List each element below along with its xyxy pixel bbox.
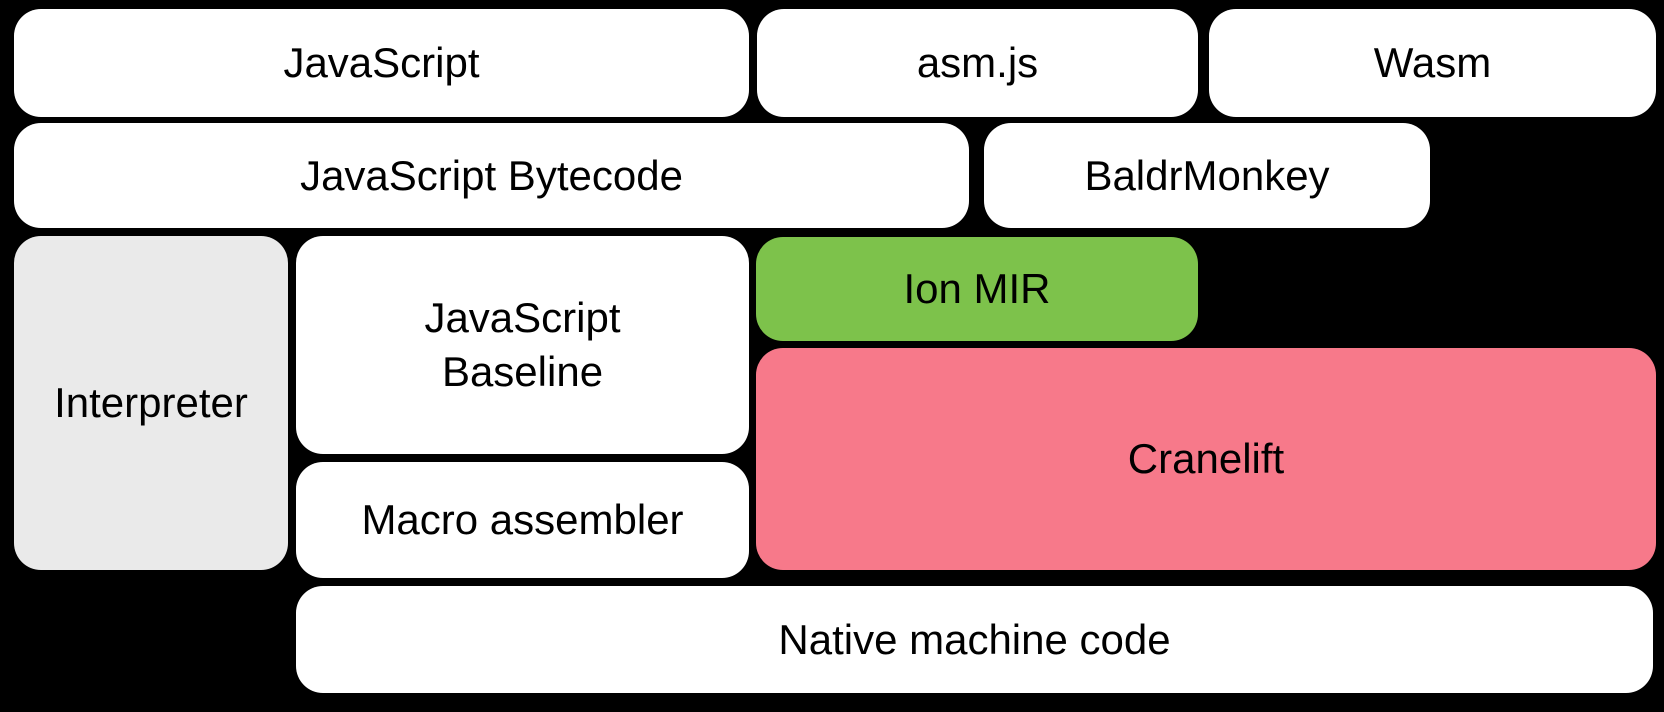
node-native-machine-code-label: Native machine code: [778, 615, 1171, 663]
node-asmjs-label: asm.js: [916, 39, 1039, 87]
node-native-machine-code: Native machine code: [296, 586, 1653, 693]
node-javascript-baseline-label-line2: Baseline: [441, 348, 604, 395]
node-javascript-baseline: JavaScript Baseline: [296, 236, 749, 454]
node-javascript-baseline-label-line1: JavaScript: [424, 294, 621, 342]
node-cranelift-label: Cranelift: [1127, 435, 1285, 483]
node-javascript-bytecode: JavaScript Bytecode: [14, 123, 969, 228]
node-asmjs: asm.js: [757, 9, 1198, 117]
node-cranelift: Cranelift: [756, 348, 1656, 570]
node-baldrmonkey: BaldrMonkey: [984, 123, 1430, 228]
node-wasm-label: Wasm: [1373, 39, 1492, 87]
node-macro-assembler-label: Macro assembler: [361, 496, 684, 544]
node-javascript-bytecode-label: JavaScript Bytecode: [300, 151, 683, 199]
node-macro-assembler: Macro assembler: [296, 462, 749, 578]
node-javascript: JavaScript: [14, 9, 749, 117]
node-interpreter-label: Interpreter: [54, 379, 248, 427]
node-javascript-label: JavaScript: [283, 39, 480, 87]
node-baldrmonkey-label: BaldrMonkey: [1084, 151, 1330, 199]
node-ion-mir: Ion MIR: [756, 237, 1198, 341]
node-wasm: Wasm: [1209, 9, 1656, 117]
node-ion-mir-label: Ion MIR: [903, 265, 1051, 313]
node-interpreter: Interpreter: [14, 236, 288, 570]
